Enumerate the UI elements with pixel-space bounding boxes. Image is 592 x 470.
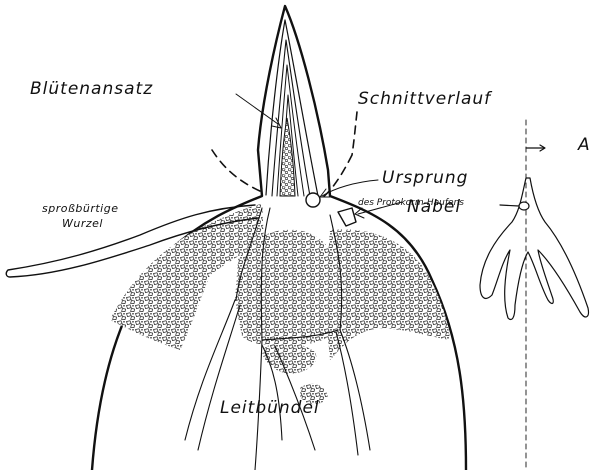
flower-primordium [280, 118, 295, 196]
navel-mark [338, 208, 356, 226]
cut-line-left [212, 150, 262, 192]
label-nabel: Nabel [407, 197, 461, 217]
label-ursprung: Ursprung [382, 168, 468, 188]
label-bluetenansatz: Blütenansatz [30, 79, 153, 99]
label-side-a: A [577, 135, 591, 155]
label-schnittverlauf: Schnittverlauf [358, 89, 493, 109]
label-leitbuendel: Leitbündel [220, 398, 320, 418]
side-sketch-a [480, 120, 588, 470]
label-sprossbuertige: sproßbürtige [42, 202, 119, 215]
cellular-tissue-core [235, 230, 340, 346]
label-wurzel: Wurzel [62, 217, 103, 230]
cellular-tissue-lower [262, 343, 316, 374]
cut-line-right [322, 112, 357, 198]
protocorm-origin-circle [306, 193, 320, 207]
